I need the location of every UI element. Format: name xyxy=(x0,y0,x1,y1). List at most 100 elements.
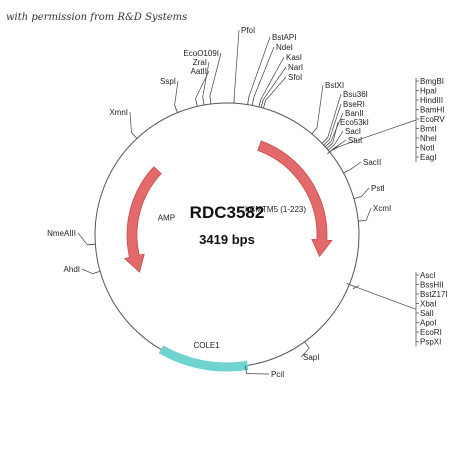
site-tick-nari xyxy=(260,99,264,108)
site-tick-saci xyxy=(327,144,335,151)
site-leader-pfoi xyxy=(233,29,240,96)
feature-amp xyxy=(123,166,162,273)
site-leader-xmni xyxy=(129,111,132,133)
cluster-top-leader xyxy=(334,119,417,149)
site-tick-xcmi xyxy=(358,220,367,222)
site-label-bstxi: BstXI xyxy=(325,81,344,90)
site-leader-eco53ki xyxy=(332,121,339,144)
site-label-sali: SalI xyxy=(420,309,434,318)
site-label-apoi: ApoI xyxy=(420,319,436,328)
site-leader-sapi xyxy=(300,348,310,358)
site-leader-sacii xyxy=(350,161,362,170)
site-label-sapi: SapI xyxy=(303,353,319,362)
site-label-bmti: BmtI xyxy=(420,125,436,134)
cluster-top-tick xyxy=(327,147,335,155)
site-leader-kasi xyxy=(260,56,285,100)
site-label-nhei: NheI xyxy=(420,134,437,143)
site-leader-bstapi xyxy=(248,36,271,97)
site-tick-bsu36i xyxy=(321,137,328,144)
site-leader-bseri xyxy=(329,103,342,140)
site-tick-xmni xyxy=(131,132,138,139)
site-label-hpai: HpaI xyxy=(420,87,437,96)
site-label-eagi: EagI xyxy=(420,153,436,162)
site-tick-banii xyxy=(324,141,332,147)
site-label-ecoo109i: EcoO109I xyxy=(183,49,219,58)
site-leader-nmeaiii xyxy=(77,232,88,246)
site-label-xbai: XbaI xyxy=(420,300,436,309)
site-label-sacii: SacII xyxy=(363,158,381,167)
site-label-bseri: BseRI xyxy=(343,100,365,109)
site-tick-kasi xyxy=(258,99,262,108)
site-label-noti: NotI xyxy=(420,144,435,153)
site-tick-bstxi xyxy=(311,127,318,135)
site-tick-aatii xyxy=(195,98,198,107)
site-leader-ecoo109i xyxy=(209,52,222,97)
site-label-bmgbi: BmgBI xyxy=(420,77,444,86)
site-tick-sfoi xyxy=(263,100,266,109)
site-label-ahdi: AhdI xyxy=(64,265,80,274)
site-label-sfoi: SfoI xyxy=(288,73,302,82)
plasmid-size: 3419 bps xyxy=(199,232,255,247)
site-leader-nari xyxy=(262,66,287,100)
cluster-bottom-tick xyxy=(346,282,356,288)
site-leader-psti xyxy=(361,187,370,197)
site-leader-stui xyxy=(335,139,347,148)
site-leader-sfoi xyxy=(265,76,287,101)
feature-label-hcmtm5-1-223: hCMTM5 (1-223) xyxy=(245,205,306,214)
feature-hcmtm5-1-223 xyxy=(257,140,333,258)
site-leader-bstxi xyxy=(316,84,324,128)
plasmid-name: RDC3582 xyxy=(190,203,265,222)
cluster-top-tick-mark xyxy=(332,146,339,151)
site-label-asci: AscI xyxy=(420,271,436,280)
site-leader-zrai xyxy=(202,61,210,98)
site-label-pspxi: PspXI xyxy=(420,338,441,347)
site-leader-bsu36i xyxy=(327,93,342,138)
credit-text: with permission from R&D Systems xyxy=(6,12,187,23)
site-label-pcii: PciI xyxy=(271,370,284,379)
site-leader-ahdi xyxy=(81,268,93,274)
site-label-saci: SacI xyxy=(345,127,361,136)
site-label-banii: BanII xyxy=(345,109,364,118)
site-tick-nmeaiii xyxy=(87,243,96,246)
site-tick-sapi xyxy=(304,341,310,349)
site-tick-psti xyxy=(353,196,362,199)
site-label-stui: StuI xyxy=(348,136,362,145)
cluster-bottom-leader xyxy=(354,286,417,310)
site-tick-bstapi xyxy=(247,96,250,105)
site-tick-ahdi xyxy=(92,271,101,274)
site-tick-sacii xyxy=(343,168,351,174)
site-label-aatii: AatII xyxy=(191,67,207,76)
site-label-xmni: XmnI xyxy=(109,108,128,117)
site-label-bstz17i: BstZ17I xyxy=(420,290,448,299)
site-leader-sspi xyxy=(174,80,179,106)
feature-label-amp: AMP xyxy=(158,214,175,223)
site-label-pfoi: PfoI xyxy=(241,26,255,35)
site-label-ndei: NdeI xyxy=(276,43,293,52)
site-label-bsu36i: Bsu36I xyxy=(343,90,368,99)
site-label-kasi: KasI xyxy=(286,53,302,62)
site-label-hindiii: HindIII xyxy=(420,96,443,105)
site-tick-sspi xyxy=(174,105,178,113)
site-leader-ndei xyxy=(253,46,275,98)
site-label-eco53ki: Eco53kI xyxy=(340,118,369,127)
site-leader-saci xyxy=(333,130,344,146)
site-label-bstapi: BstAPI xyxy=(272,33,296,42)
site-tick-ndei xyxy=(251,97,255,106)
site-leader-xcmi xyxy=(365,207,372,221)
site-tick-ecoo109i xyxy=(209,95,212,105)
feature-label-cole1: COLE1 xyxy=(193,341,220,350)
feature-layer: AMP hCMTM5 (1-223) COLE1 xyxy=(123,140,333,372)
site-label-nmeaiii: NmeAIII xyxy=(47,229,76,238)
site-tick-eco53ki xyxy=(326,142,333,149)
site-label-ecori: EcoRI xyxy=(420,328,442,337)
site-tick-bseri xyxy=(323,139,330,146)
site-label-xcmi: XcmI xyxy=(373,204,391,213)
site-cluster-layer: BmgBIHpaIHindIIIBamHIEcoRVBmtINheINotIEa… xyxy=(327,77,448,347)
site-label-ecorv: EcoRV xyxy=(420,115,445,124)
restriction-site-layer: XmnISspIAatIIZraIEcoO109IPfoIBstAPINdeIK… xyxy=(47,26,391,379)
site-label-bsshii: BssHII xyxy=(420,281,444,290)
site-label-sspi: SspI xyxy=(160,77,176,86)
site-tick-zrai xyxy=(202,97,205,106)
